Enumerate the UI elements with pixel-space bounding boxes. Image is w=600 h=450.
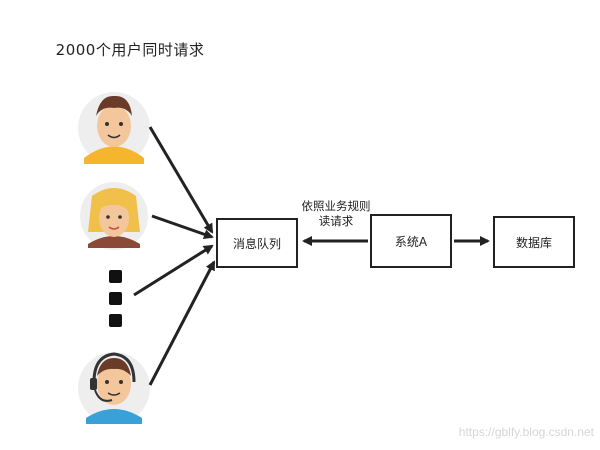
system-a-node: 系统A [370,214,452,268]
users-title: 2000个用户同时请求 [55,41,205,59]
female-user-icon [80,182,148,250]
database-node: 数据库 [493,216,575,268]
system-a-label: 系统A [394,234,428,249]
arrow-dots-to-queue [133,244,214,297]
arrow-user2-to-queue [151,214,214,240]
watermark: https://gblfy.blog.csdn.net [458,425,594,439]
more-users-icon [109,270,122,327]
database-label: 数据库 [515,235,552,250]
arrow-user3-to-queue [148,260,216,386]
message-queue-label: 消息队列 [232,236,281,251]
message-queue-node: 消息队列 [216,218,298,268]
support-agent-icon [78,352,150,424]
edge-label-read-rules: 依照业务规则读请求 [301,199,371,228]
male-user-icon [78,92,150,164]
arrow-user1-to-queue [148,126,214,234]
